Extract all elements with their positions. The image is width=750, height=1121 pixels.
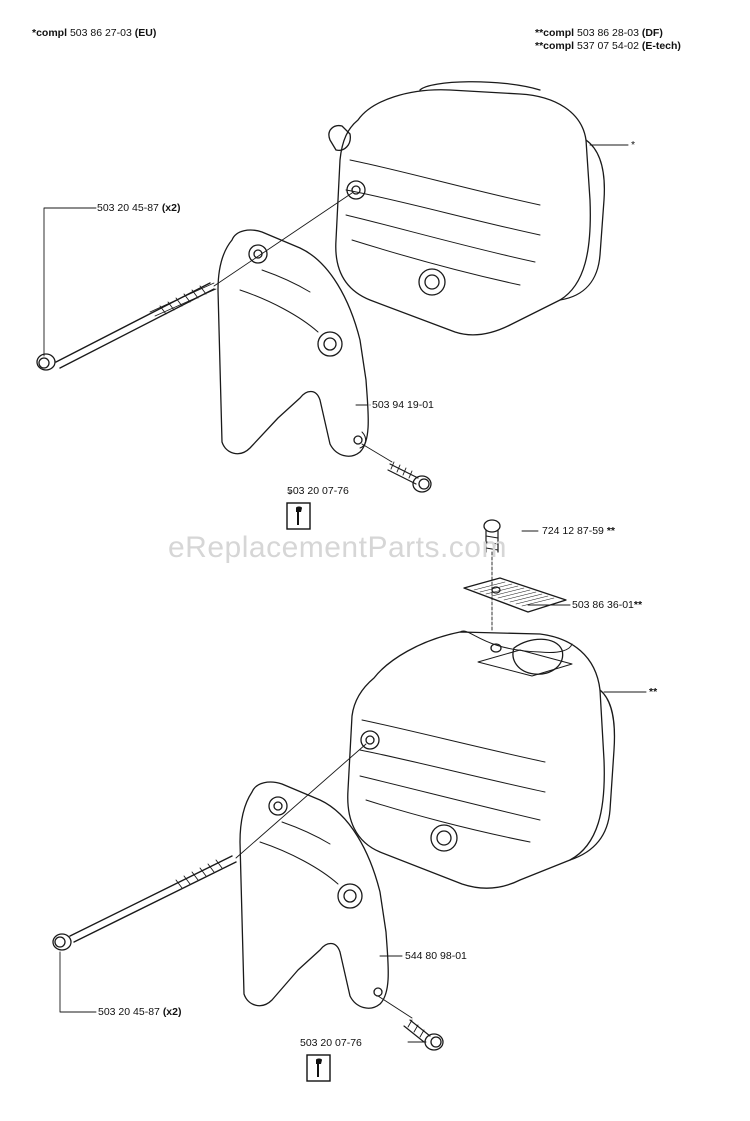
top-muffler bbox=[328, 81, 606, 336]
leader-lines bbox=[43, 207, 539, 1043]
top-bracket bbox=[217, 229, 369, 457]
bottom-top-screw-marker: ** bbox=[606, 525, 615, 537]
wrench-icon bbox=[306, 1054, 331, 1082]
bottom-screw bbox=[377, 995, 444, 1051]
top-bolt bbox=[36, 282, 217, 371]
top-bolt-qty: (x2) bbox=[161, 202, 181, 214]
bottom-bolt-label: 503 20 45-87 (x2) bbox=[98, 1006, 182, 1018]
header-right-suffix-1: (DF) bbox=[641, 27, 663, 39]
wrench-icon bbox=[286, 502, 311, 530]
bottom-screen-label: 503 86 36-01** bbox=[572, 599, 642, 611]
header-right-prefix-1: **compl bbox=[535, 27, 575, 39]
top-muffler-marker: * bbox=[631, 139, 636, 151]
header-left-prefix: *compl bbox=[32, 27, 68, 39]
header-right-label-2: **compl 537 07 54-02 (E-tech) bbox=[535, 40, 681, 52]
header-left-number: 503 86 27-03 bbox=[69, 27, 132, 39]
bottom-top-screw bbox=[483, 519, 501, 631]
header-right-number-2: 537 07 54-02 bbox=[577, 40, 639, 52]
bottom-muffler bbox=[347, 630, 616, 889]
bottom-screw-label: 503 20 07-76 bbox=[300, 1037, 362, 1049]
header-left-label: *compl 503 86 27-03 (EU) bbox=[32, 27, 156, 39]
bottom-bracket bbox=[239, 781, 389, 1009]
bottom-bolt-number: 503 20 45-87 bbox=[98, 1006, 160, 1018]
top-bolt-number: 503 20 45-87 bbox=[97, 202, 159, 214]
bottom-muffler-marker-text: ** bbox=[649, 686, 658, 698]
bottom-muffler-marker: ** bbox=[649, 686, 657, 698]
bottom-top-screw-number: 724 12 87-59 bbox=[542, 525, 604, 537]
bottom-bracket-label: 544 80 98-01 bbox=[405, 950, 467, 962]
bottom-top-screw-label: 724 12 87-59 ** bbox=[542, 525, 615, 537]
bottom-bolt bbox=[52, 855, 237, 951]
top-screw bbox=[361, 443, 432, 493]
watermark: eReplacementParts.com bbox=[168, 531, 507, 564]
top-bracket-label: 503 94 19-01 bbox=[372, 399, 434, 411]
bottom-screen-number: 503 86 36-01 bbox=[572, 599, 634, 611]
header-right-suffix-2: (E-tech) bbox=[641, 40, 681, 52]
bottom-bolt-qty: (x2) bbox=[162, 1006, 182, 1018]
header-left-suffix: (EU) bbox=[134, 27, 157, 39]
bottom-screen-marker: ** bbox=[633, 599, 643, 611]
top-screw-label: 503 20 07-76 bbox=[287, 485, 349, 497]
header-right-number-1: 503 86 28-03 bbox=[577, 27, 639, 39]
header-right-prefix-2: **compl bbox=[535, 40, 575, 52]
bottom-screen bbox=[463, 577, 567, 613]
top-bolt-label: 503 20 45-87 (x2) bbox=[97, 202, 181, 214]
header-right-label-1: **compl 503 86 28-03 (DF) bbox=[535, 27, 663, 39]
